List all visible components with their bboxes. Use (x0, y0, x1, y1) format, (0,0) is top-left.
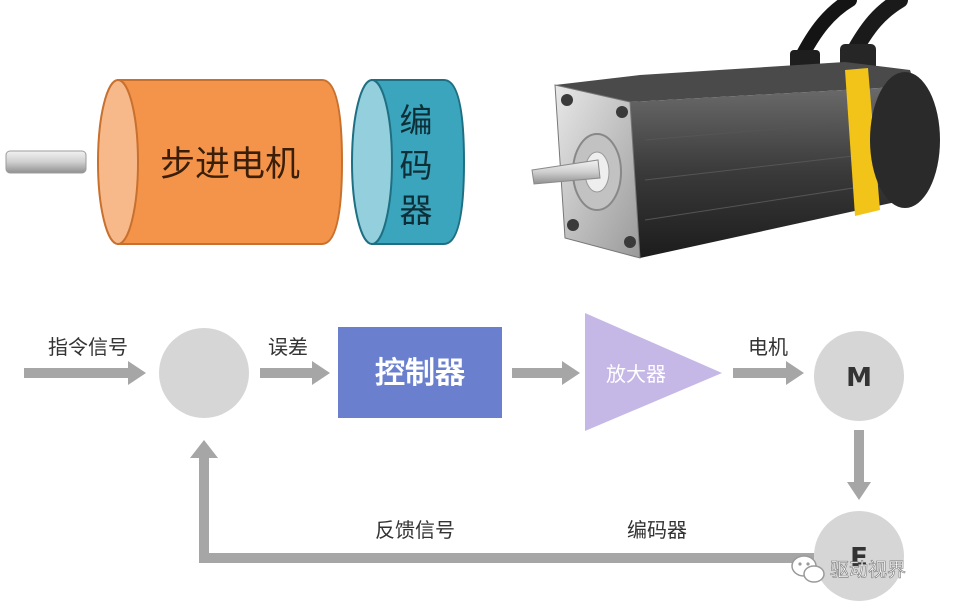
input-signal-label: 指令信号 (48, 335, 128, 359)
motor-body-side (630, 86, 915, 258)
encoder-cylinder-body (371, 79, 466, 245)
encoder-label-char-1: 编 (400, 101, 433, 140)
controller-block (338, 327, 502, 418)
controller-to-amplifier-arrow (512, 361, 580, 385)
mounting-hole (561, 94, 573, 106)
motor-body-top (555, 62, 915, 102)
wechat-icon (791, 555, 825, 583)
amplifier-label: 放大器 (606, 362, 666, 386)
summing-node (159, 328, 249, 418)
mounting-hole (624, 236, 636, 248)
controller-label: 控制器 (375, 356, 466, 391)
motor-signal-label: 电机 (748, 335, 788, 359)
feedback-signal-label: 反馈信号 (375, 518, 455, 542)
amplifier-block (585, 313, 722, 431)
motor-to-encoder-arrow (847, 430, 871, 500)
mounting-hole (616, 106, 628, 118)
mounting-hole (567, 219, 579, 231)
motor-node (814, 331, 904, 421)
input-arrow (24, 361, 146, 385)
watermark-text: 驱动视界 (830, 559, 906, 581)
encoder-schematic: 编 码 器 (351, 79, 466, 245)
stepper-motor-schematic: 步进电机 (5, 79, 344, 245)
encoder-node (814, 511, 904, 601)
motor-label: 步进电机 (160, 145, 300, 185)
motor-cylinder-body (117, 79, 344, 245)
amplifier-to-motor-arrow (733, 361, 804, 385)
feedback-path (190, 440, 814, 563)
encoder-node-label: E (850, 543, 868, 573)
motor-shaft (5, 150, 87, 174)
encoder-label-char-2: 码 (400, 146, 433, 185)
servo-motor-illustration (531, 0, 940, 259)
error-label: 误差 (268, 335, 308, 359)
motor-output-shaft (531, 159, 601, 185)
error-arrow (260, 361, 330, 385)
motor-node-label: M (846, 363, 872, 393)
encoder-cylinder-cap (351, 79, 393, 245)
servo-control-loop: 指令信号 误差 控制器 放大器 电机 M E 反馈信号 编码器 (24, 313, 904, 601)
motor-yellow-band (845, 68, 880, 216)
encoder-feedback-label: 编码器 (627, 518, 687, 542)
motor-rear-cap (870, 72, 940, 208)
encoder-label-char-3: 器 (400, 191, 433, 230)
watermark: 驱动视界 (791, 555, 906, 583)
motor-cylinder-cap (97, 79, 139, 245)
